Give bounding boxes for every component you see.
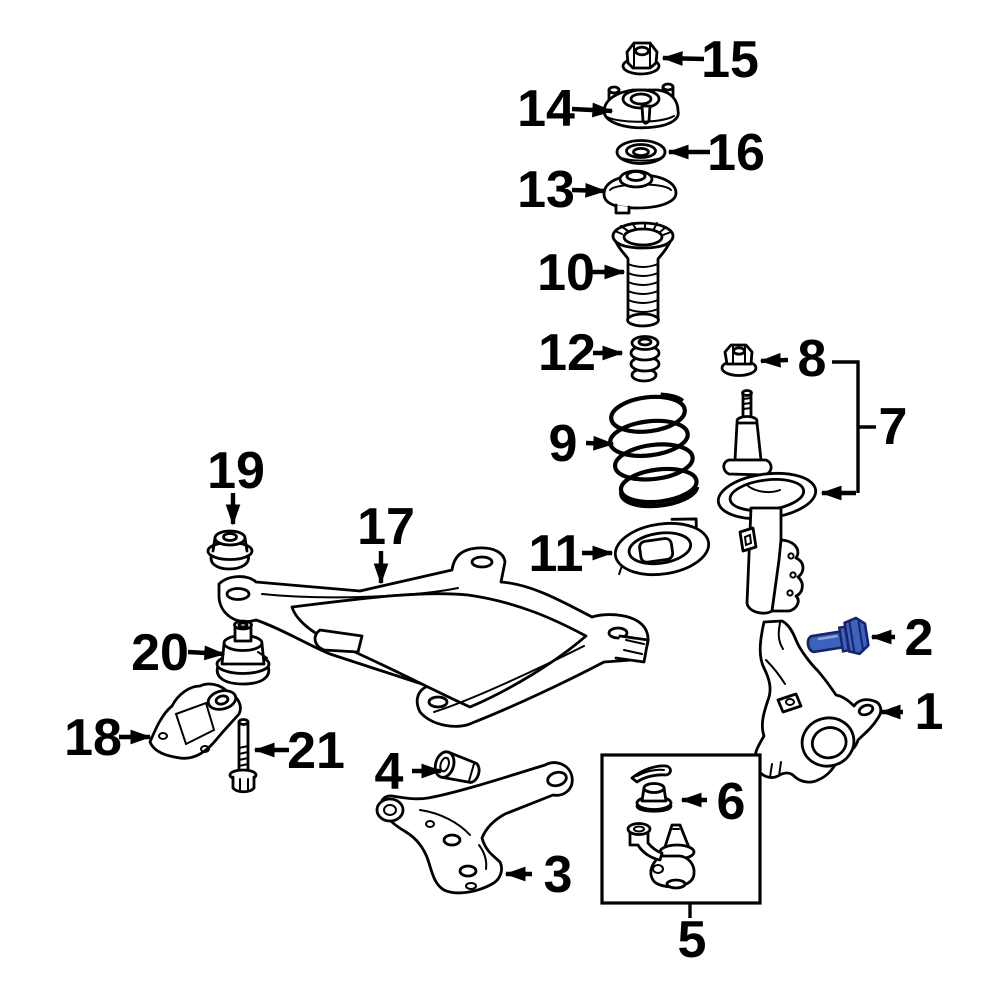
strut-rod-nut-drawing xyxy=(621,41,661,76)
callout-14[interactable]: 14 xyxy=(517,80,614,138)
callout-2-label[interactable]: 2 xyxy=(905,609,934,667)
bracket-drawing xyxy=(148,682,242,760)
callout-8[interactable]: 8 xyxy=(759,330,827,388)
callout-15[interactable]: 15 xyxy=(661,31,759,89)
callout-19-label[interactable]: 19 xyxy=(207,442,265,500)
callout-6[interactable]: 6 xyxy=(680,773,746,831)
coil-spring-drawing xyxy=(608,392,700,509)
grommet-drawing xyxy=(635,782,673,813)
callout-4-label[interactable]: 4 xyxy=(375,743,404,801)
lower-control-arm-drawing xyxy=(375,761,574,895)
strut-bearing-drawing xyxy=(615,139,667,165)
upper-spring-seat-drawing xyxy=(602,169,678,215)
callout-12[interactable]: 12 xyxy=(538,324,624,382)
callout-12-label[interactable]: 12 xyxy=(538,324,596,382)
callout-6-label[interactable]: 6 xyxy=(717,773,746,831)
callout-5-label[interactable]: 5 xyxy=(678,911,707,969)
callout-1[interactable]: 1 xyxy=(879,683,944,741)
mount-cushion-drawing xyxy=(215,619,271,686)
callout-5[interactable]: 5 xyxy=(678,911,707,969)
callout-18[interactable]: 18 xyxy=(64,709,152,767)
strut-assembly-drawing xyxy=(716,389,818,615)
callout-14-label[interactable]: 14 xyxy=(517,80,575,138)
strut-mount-drawing xyxy=(602,82,680,130)
callout-21-label[interactable]: 21 xyxy=(287,722,345,780)
subframe-bolt-drawing xyxy=(228,718,258,794)
callout-20[interactable]: 20 xyxy=(131,624,226,682)
lower-spring-insulator-drawing xyxy=(613,517,711,577)
dust-boot-drawing xyxy=(611,221,675,328)
callout-4[interactable]: 4 xyxy=(375,743,443,801)
callout-17-label[interactable]: 17 xyxy=(357,498,415,556)
callout-10[interactable]: 10 xyxy=(537,244,626,302)
callout-11[interactable]: 11 xyxy=(529,525,614,583)
steering-knuckle-drawing xyxy=(753,619,883,784)
callout-3[interactable]: 3 xyxy=(504,846,573,904)
callout-11-label[interactable]: 11 xyxy=(529,525,584,583)
callout-17[interactable]: 17 xyxy=(357,498,415,585)
bump-stop-drawing xyxy=(629,335,661,383)
callout-16[interactable]: 16 xyxy=(667,124,765,182)
callout-10-label[interactable]: 10 xyxy=(537,244,595,302)
callout-19[interactable]: 19 xyxy=(207,442,265,526)
highlighted-bolt-drawing[interactable] xyxy=(805,616,870,662)
subframe-bushing-drawing xyxy=(206,529,254,571)
callout-13-label[interactable]: 13 xyxy=(517,161,575,219)
callout-7[interactable]: 7 xyxy=(820,360,908,501)
control-arm-bushing-drawing xyxy=(433,750,481,784)
cotter-pin-drawing xyxy=(630,764,672,784)
callout-8-label[interactable]: 8 xyxy=(798,330,827,388)
callout-9[interactable]: 9 xyxy=(549,415,615,473)
crossmember-drawing xyxy=(217,546,650,728)
callout-1-label[interactable]: 1 xyxy=(915,683,944,741)
callout-2[interactable]: 2 xyxy=(870,609,934,667)
strut-nut-drawing xyxy=(720,343,758,377)
callout-7-label[interactable]: 7 xyxy=(879,398,908,456)
ball-joint-drawing xyxy=(626,822,696,890)
callout-21[interactable]: 21 xyxy=(253,722,345,780)
callout-15-label[interactable]: 15 xyxy=(701,31,759,89)
callout-18-label[interactable]: 18 xyxy=(64,709,122,767)
callout-9-label[interactable]: 9 xyxy=(549,415,578,473)
callout-13[interactable]: 13 xyxy=(517,161,607,219)
callout-16-label[interactable]: 16 xyxy=(707,124,765,182)
callout-3-label[interactable]: 3 xyxy=(544,846,573,904)
callout-20-label[interactable]: 20 xyxy=(131,624,189,682)
